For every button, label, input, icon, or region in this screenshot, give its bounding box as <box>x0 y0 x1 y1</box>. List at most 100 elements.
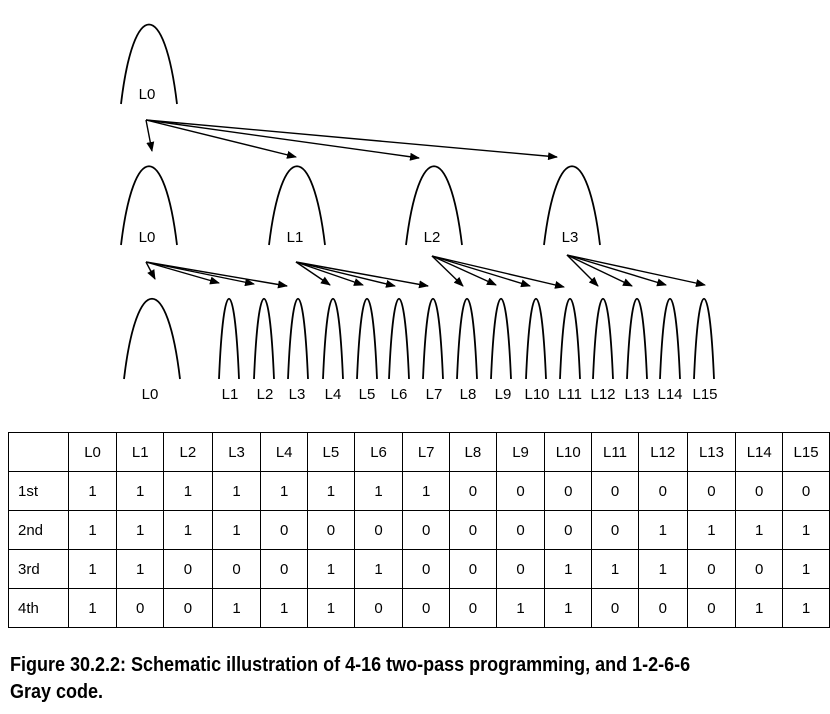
table-cell: 1 <box>67 510 118 550</box>
caption-line-1: Figure 30.2.2: Schematic illustration of… <box>10 654 691 676</box>
level2-distribution-L3 <box>543 165 601 246</box>
level3-label-L8: L8 <box>460 386 477 403</box>
table-header-L0: L0 <box>67 432 118 472</box>
level3-label-L11: L11 <box>558 386 582 403</box>
level1-distribution-L0 <box>120 23 178 105</box>
level3-label-L0: L0 <box>142 386 159 403</box>
table-cell: 0 <box>260 510 309 550</box>
level2-label-L0: L0 <box>139 229 156 246</box>
table-cell: 1 <box>735 510 784 550</box>
table-cell: 0 <box>353 588 404 628</box>
table-cell: 1 <box>353 471 404 511</box>
level3-distribution-L0 <box>123 297 181 380</box>
table-row-label: 1st <box>8 471 69 511</box>
table-cell: 0 <box>686 471 737 511</box>
arrow-L0-to-L1 <box>145 119 297 159</box>
table-cell: 0 <box>449 471 497 511</box>
table-row-label: 3rd <box>8 549 69 589</box>
table-header-L4: L4 <box>260 432 309 472</box>
level2-distribution-L1 <box>268 165 326 246</box>
table-header-L6: L6 <box>353 432 404 472</box>
table-cell: 0 <box>495 549 546 589</box>
table-cell: 1 <box>116 510 165 550</box>
table-cell: 0 <box>449 510 497 550</box>
arrow-L2-to-L8 <box>431 255 464 287</box>
arrow-L1-to-L5 <box>295 261 364 286</box>
level3-distribution-L7 <box>422 297 444 380</box>
table-cell: 1 <box>307 549 355 589</box>
table-cell: 0 <box>544 471 593 511</box>
level3-label-L2: L2 <box>257 386 274 403</box>
table-cell: 0 <box>544 510 593 550</box>
table-header-L3: L3 <box>211 432 262 472</box>
table-cell: 0 <box>163 588 213 628</box>
table-cell: 1 <box>307 471 355 511</box>
table-cell: 1 <box>782 588 830 628</box>
table-header-L15: L15 <box>782 432 830 472</box>
figure-caption: Figure 30.2.2: Schematic illustration of… <box>10 652 744 706</box>
table-cell: 1 <box>67 588 118 628</box>
caption-line-2: Gray code. <box>10 681 104 703</box>
level3-distribution-L11 <box>559 297 581 380</box>
table-cell: 1 <box>307 588 355 628</box>
table-cell: 0 <box>449 588 497 628</box>
table-cell: 1 <box>211 588 262 628</box>
table-header-L7: L7 <box>402 432 451 472</box>
arrow-L3-to-L14 <box>566 254 667 287</box>
level1-label: L0 <box>139 86 156 103</box>
table-cell: 0 <box>211 549 262 589</box>
table-cell: 0 <box>735 471 784 511</box>
arrow-L0-to-L2 <box>145 119 420 161</box>
arrow-L0-to-L3 <box>145 119 558 161</box>
table-cell: 1 <box>495 588 546 628</box>
table-cell: 0 <box>260 549 309 589</box>
table-row-label: 4th <box>8 588 69 628</box>
level3-distribution-L4 <box>322 297 344 380</box>
table-cell: 0 <box>353 510 404 550</box>
table-cell: 1 <box>67 549 118 589</box>
table-cell: 0 <box>591 471 639 511</box>
arrow-L0-to-L0 <box>145 119 155 152</box>
level2-label-L2: L2 <box>424 229 441 246</box>
transition-arrows <box>145 119 706 289</box>
level1-distributions: L0 <box>120 23 178 105</box>
level3-distribution-L3 <box>287 297 309 380</box>
level2-label-L1: L1 <box>287 229 304 246</box>
table-cell: 0 <box>591 510 639 550</box>
level3-label-L15: L15 <box>692 386 717 403</box>
level3-label-L13: L13 <box>624 386 649 403</box>
table-cell: 1 <box>211 471 262 511</box>
table-cell: 0 <box>735 549 784 589</box>
table-cell: 1 <box>402 471 451 511</box>
level3-label-L1: L1 <box>222 386 239 403</box>
table-cell: 1 <box>260 471 309 511</box>
table-cell: 0 <box>402 549 451 589</box>
table-header-L9: L9 <box>495 432 546 472</box>
table-cell: 1 <box>163 510 213 550</box>
level3-distribution-L13 <box>626 297 648 380</box>
table-cell: 0 <box>782 471 830 511</box>
level3-distribution-L9 <box>490 297 512 380</box>
table-cell: 1 <box>686 510 737 550</box>
table-cell: 0 <box>637 471 688 511</box>
table-cell: 0 <box>402 588 451 628</box>
arrow-L3-to-L13 <box>566 254 633 287</box>
level3-distribution-L8 <box>456 297 478 380</box>
table-cell: 1 <box>782 549 830 589</box>
level3-distribution-L6 <box>388 297 410 380</box>
level3-distribution-L12 <box>592 297 614 380</box>
arrow-L0-to-L3 <box>145 261 288 289</box>
table-cell: 1 <box>637 549 688 589</box>
level3-distribution-L2 <box>253 297 275 380</box>
table-row-label: 2nd <box>8 510 69 550</box>
table-cell: 1 <box>544 549 593 589</box>
level3-label-L12: L12 <box>590 386 615 403</box>
table-header-L13: L13 <box>686 432 737 472</box>
